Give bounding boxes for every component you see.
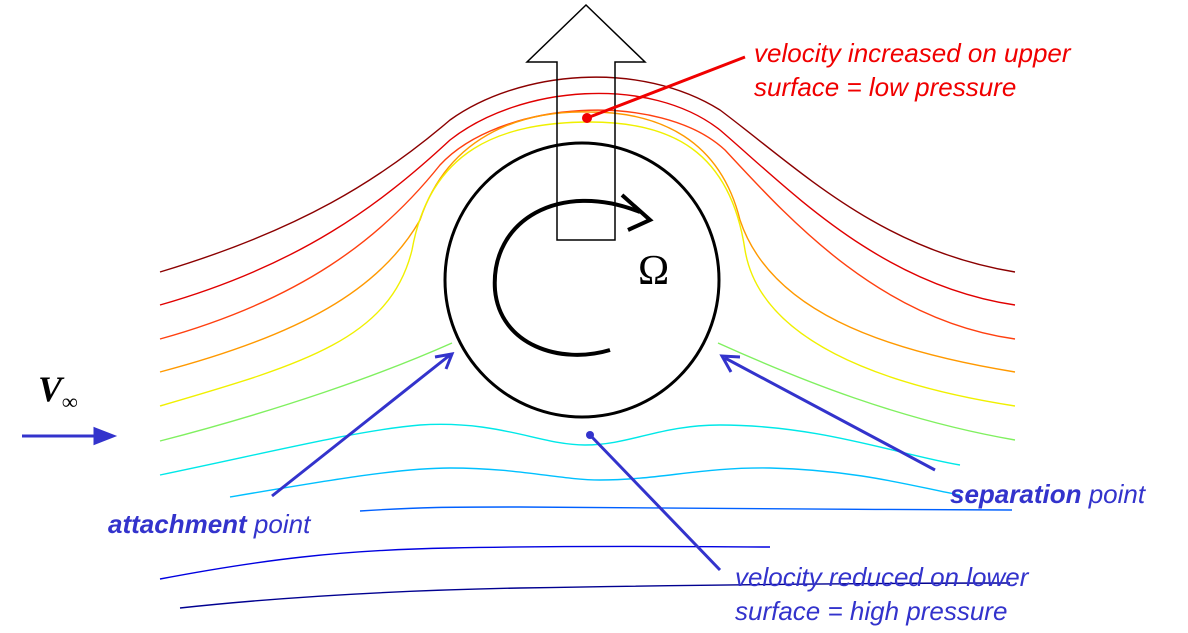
lower-point-marker xyxy=(586,431,594,439)
rotation-arrow-icon xyxy=(492,198,641,357)
upper-line-2: surface = low pressure xyxy=(754,72,1017,102)
streamline-2 xyxy=(159,92,1016,306)
lower-line-2: surface = high pressure xyxy=(735,596,1008,626)
velocity-symbol: V xyxy=(38,369,63,409)
streamline-9 xyxy=(359,506,1013,512)
streamline-3 xyxy=(159,109,1016,340)
lower-annotation: velocity reduced on lower surface = high… xyxy=(735,560,1028,628)
infinity-subscript: ∞ xyxy=(62,389,78,415)
lower-line-1: velocity reduced on lower xyxy=(735,562,1029,592)
separation-bold: separation xyxy=(950,479,1082,509)
streamline-8 xyxy=(229,467,961,498)
separation-pointer xyxy=(719,354,936,472)
streamline-7 xyxy=(159,423,961,476)
streamline-1 xyxy=(159,76,1016,273)
attachment-label: attachment point xyxy=(108,507,310,541)
separation-rest: point xyxy=(1081,479,1146,509)
upper-annotation: velocity increased on upper surface = lo… xyxy=(754,36,1071,104)
omega-label: Ω xyxy=(638,248,670,294)
rotation-arrowhead xyxy=(620,193,654,232)
attachment-bold: attachment xyxy=(108,509,247,539)
separation-label: separation point xyxy=(950,477,1145,511)
streamline-4 xyxy=(159,111,1016,373)
rotating-cylinder xyxy=(443,141,721,419)
lower-pointer xyxy=(588,433,722,572)
freestream-arrowhead xyxy=(93,426,118,446)
freestream-label: V∞ xyxy=(38,369,78,419)
streamline-11 xyxy=(179,582,1011,609)
lift-arrow-icon xyxy=(525,3,647,241)
streamline-5 xyxy=(159,121,1016,407)
attachment-rest: point xyxy=(246,509,311,539)
attachment-pointer xyxy=(271,352,455,498)
upper-line-1: velocity increased on upper xyxy=(754,38,1071,68)
streamline-6 xyxy=(159,342,1016,442)
streamline-10 xyxy=(159,545,771,580)
upper-point-marker xyxy=(582,113,592,123)
upper-pointer xyxy=(586,55,746,120)
